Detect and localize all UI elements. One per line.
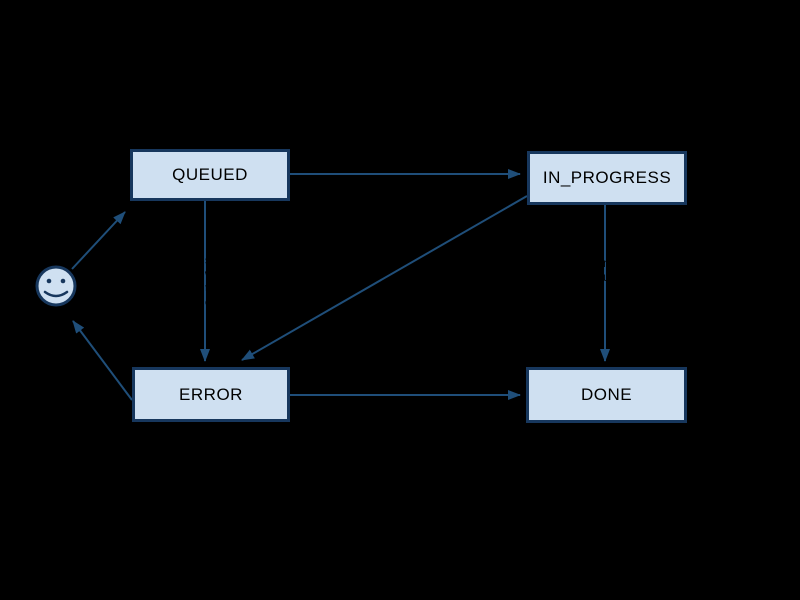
state-node-in-progress: IN_PROGRESS bbox=[527, 151, 687, 205]
smiley-face-icon bbox=[35, 265, 77, 307]
edge-start-to-queued bbox=[71, 211, 126, 270]
state-label-in-progress: IN_PROGRESS bbox=[542, 168, 672, 187]
state-label-queued: QUEUED bbox=[172, 165, 248, 184]
edge-error-to-start bbox=[72, 320, 133, 401]
edge-label-in-progress-to-done: finished successfully bbox=[597, 256, 662, 284]
state-node-done: DONE bbox=[526, 367, 687, 423]
edge-label-queued-to-in-progress: start bbox=[384, 157, 410, 172]
edge-in-progress-to-error bbox=[241, 195, 528, 361]
state-node-error: ERROR bbox=[132, 367, 290, 422]
state-label-error: ERROR bbox=[179, 384, 243, 404]
edge-label-in-progress-to-error: something went wrong: worker crashed, jo… bbox=[205, 253, 329, 309]
state-label-done: DONE bbox=[580, 385, 633, 404]
state-node-queued: QUEUED bbox=[130, 149, 290, 201]
